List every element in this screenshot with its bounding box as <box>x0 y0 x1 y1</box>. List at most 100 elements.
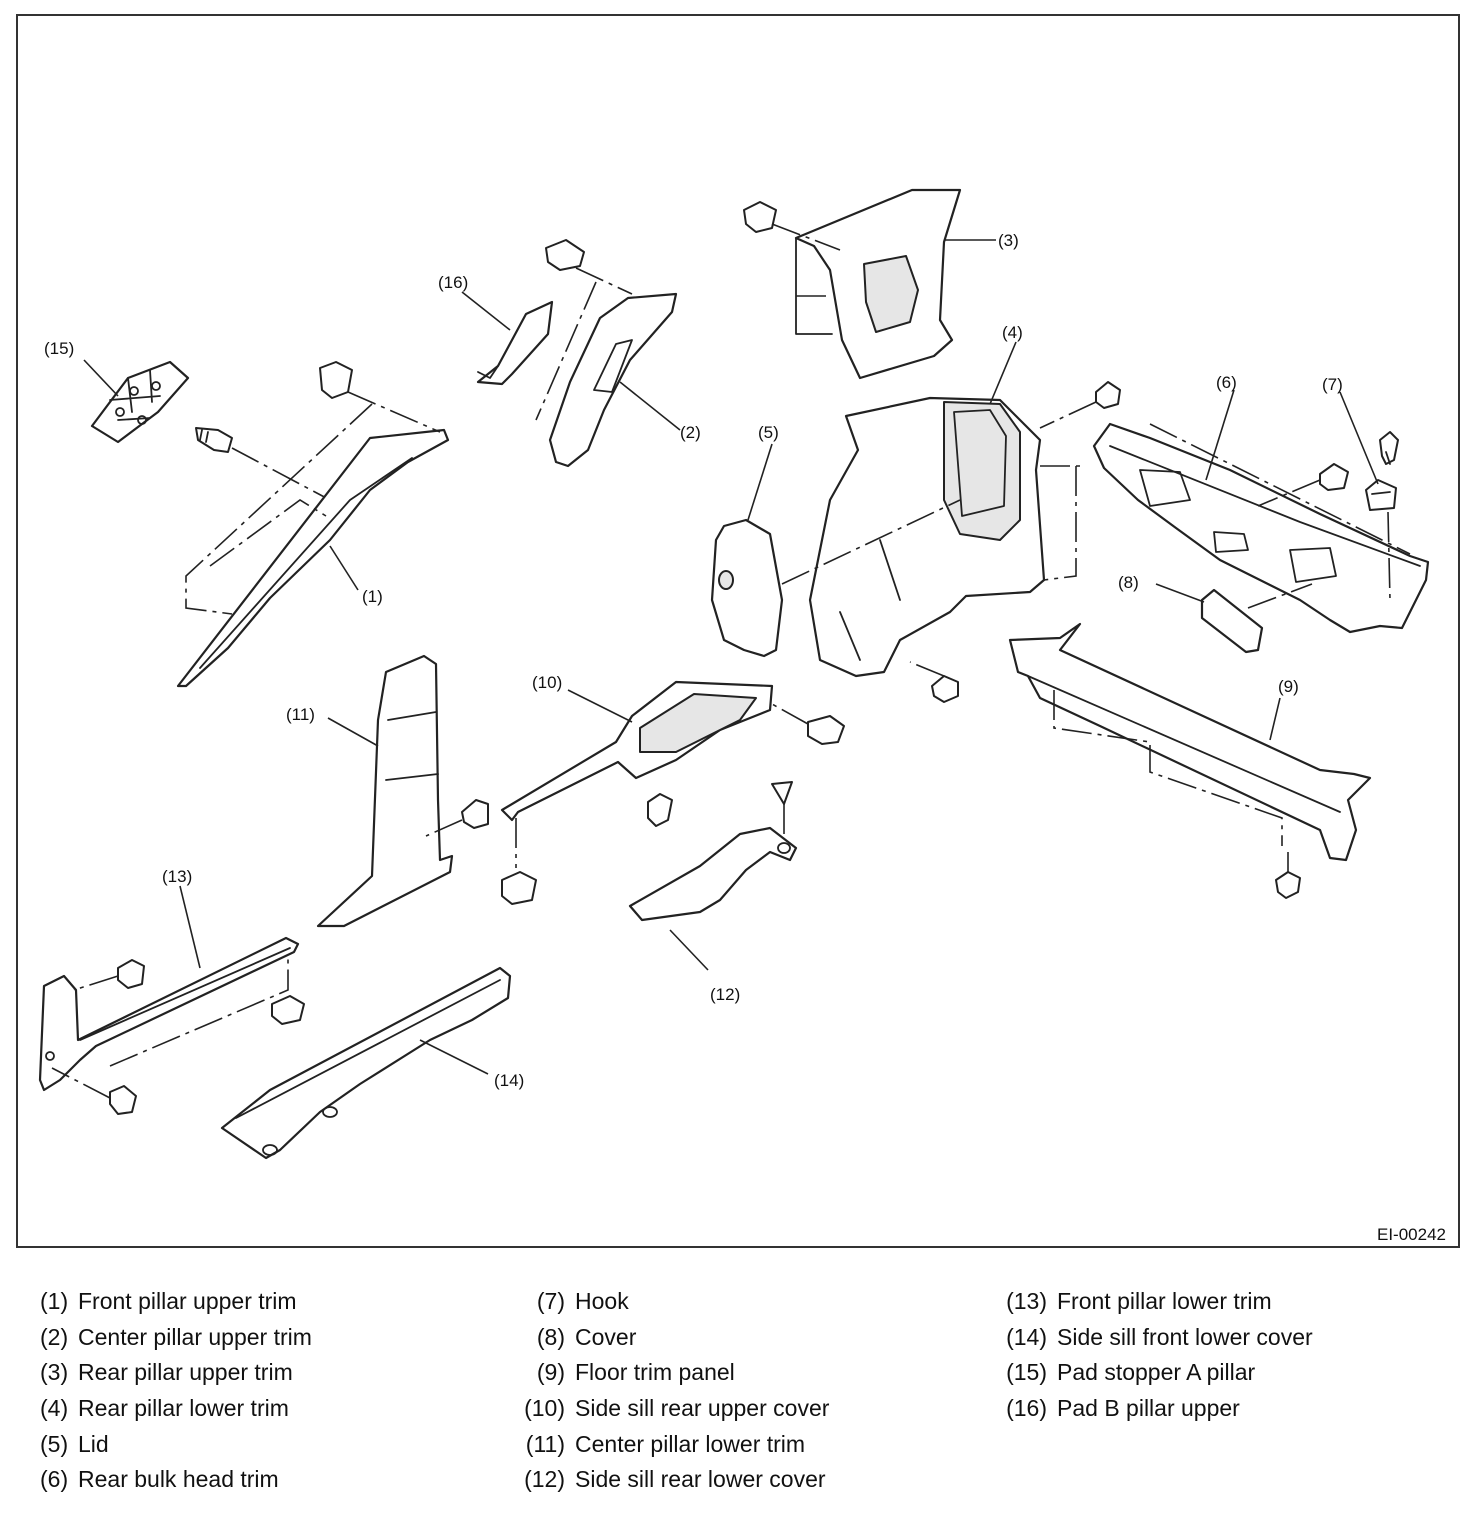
legend-number: (2) <box>40 1323 69 1350</box>
callout-12: (12) <box>710 985 740 1004</box>
callout-11: (11) <box>286 705 315 724</box>
legend-number: (4) <box>40 1395 69 1422</box>
legend-label: Floor trim panel <box>575 1359 735 1386</box>
legend-number: (3) <box>40 1359 69 1386</box>
figure-code: EI-00242 <box>1377 1225 1446 1244</box>
legend-column-3: (13)Front pillar lower trim (14) Side sil… <box>992 1288 1313 1431</box>
legend-label: Cover <box>575 1323 637 1350</box>
lid <box>710 518 784 658</box>
legend-label: Hook <box>575 1288 629 1314</box>
legend-item: (16) Pad B pillar upper <box>992 1395 1313 1431</box>
legend-column-1: (1) Front pillar upper trim (2) Center pil… <box>40 1288 312 1502</box>
hook-screw <box>1379 431 1399 465</box>
legend-number: (9) <box>536 1359 565 1386</box>
callout-14: (14) <box>494 1071 524 1090</box>
legend-number: (11) <box>525 1430 565 1457</box>
legend-item: (1) Front pillar upper trim <box>40 1288 312 1324</box>
clip-center-pillar <box>545 239 585 271</box>
clip-front-pillar-lower-top <box>117 959 145 989</box>
legend-item: (13)Front pillar lower trim <box>992 1288 1313 1324</box>
callout-9: (9) <box>1278 677 1299 696</box>
callout-16: (16) <box>438 273 468 292</box>
rear-bulk-head-trim <box>1092 422 1430 634</box>
legend-item: (5) Lid <box>40 1431 312 1467</box>
callout-15: (15) <box>44 339 74 358</box>
legend-label: Center pillar upper trim <box>78 1323 312 1350</box>
clip-center-pillar-lower <box>461 799 489 829</box>
bolt-a-pillar <box>195 427 233 453</box>
center-pillar-upper-trim <box>548 292 678 468</box>
legend-number: (8) <box>536 1323 565 1350</box>
legend-label: Rear bulk head trim <box>78 1466 279 1493</box>
legend-item: (15) Pad stopper A pillar <box>992 1359 1313 1395</box>
callout-3: (3) <box>998 231 1019 250</box>
legend-item: (7) Hook <box>510 1288 829 1324</box>
callout-7: (7) <box>1322 375 1343 394</box>
pad-b-pillar-upper <box>476 300 554 386</box>
front-pillar-upper-trim <box>176 428 450 688</box>
clip-rear-pillar-lower-top <box>1095 381 1121 409</box>
legend-item: (4) Rear pillar lower trim <box>40 1395 312 1431</box>
legend-item: (14) Side sill front lower cover <box>992 1324 1313 1360</box>
legend-label: Rear pillar upper trim <box>78 1359 293 1386</box>
clip-front-pillar-lower-right <box>271 995 305 1025</box>
legend-item: (2) Center pillar upper trim <box>40 1324 312 1360</box>
callout-1: (1) <box>362 587 383 606</box>
legend-label: Lid <box>78 1430 109 1457</box>
clip-side-sill-rear-upper-left <box>501 871 537 905</box>
clip-floor-trim <box>1275 871 1301 899</box>
clip-front-pillar-lower-bottom <box>109 1085 137 1115</box>
legend-number: (14) <box>1006 1323 1047 1350</box>
front-pillar-lower-trim <box>38 936 300 1092</box>
legend-number: (7) <box>536 1288 565 1314</box>
legend-label: Side sill rear upper cover <box>575 1395 830 1422</box>
legend-number: (5) <box>40 1430 69 1457</box>
legend-number: (1) <box>40 1288 69 1314</box>
legend-number: (16) <box>1006 1395 1047 1422</box>
legend-item: (10) Side sill rear upper cover <box>510 1395 829 1431</box>
legend-item: (8) Cover <box>510 1324 829 1360</box>
clip-front-pillar <box>319 361 353 399</box>
legend-column-2: (7) Hook (8) Cover (9) Floor trim panel (10… <box>510 1288 829 1502</box>
clip-rear-pillar-lower-bottom <box>931 675 959 703</box>
callout-8: (8) <box>1118 573 1139 592</box>
legend-label: Pad B pillar upper <box>1057 1395 1240 1422</box>
legend-item: (3) Rear pillar upper trim <box>40 1359 312 1395</box>
legend-item: (9) Floor trim panel <box>510 1359 829 1395</box>
callout-13: (13) <box>162 867 192 886</box>
pad-stopper-a-pillar <box>90 360 190 444</box>
parts-legend: (1) Front pillar upper trim (2) Center pil… <box>40 1288 1440 1498</box>
cover <box>1200 588 1264 654</box>
floor-trim-panel <box>1008 622 1372 862</box>
side-sill-front-lower-cover <box>220 966 512 1160</box>
exploded-parts-diagram: (1) (2) (3) (4) (5) (6) (7) (8) (9) (10)… <box>38 188 1430 1160</box>
legend-number: (10) <box>524 1395 565 1422</box>
side-sill-rear-lower-cover <box>628 826 798 922</box>
callout-6: (6) <box>1216 373 1237 392</box>
legend-number: (15) <box>1006 1359 1047 1386</box>
callout-2: (2) <box>680 423 701 442</box>
clip-side-sill-rear-upper <box>807 715 845 745</box>
legend-label: Side sill front lower cover <box>1057 1323 1313 1350</box>
clip-side-sill-rear-upper-bottom <box>647 793 673 827</box>
side-sill-rear-upper-cover <box>500 680 774 822</box>
legend-item: (12) Side sill rear lower cover <box>510 1466 829 1502</box>
legend-label: Front pillar lower trim <box>1057 1288 1272 1314</box>
legend-number: (6) <box>40 1466 69 1493</box>
clip-side-sill-rear-lower <box>771 781 793 805</box>
legend-label: Pad stopper A pillar <box>1057 1359 1256 1386</box>
legend-number: (12) <box>524 1466 565 1493</box>
legend-label: Center pillar lower trim <box>575 1430 806 1457</box>
clip-bulk-head <box>1319 463 1349 491</box>
center-pillar-lower-trim <box>316 654 454 928</box>
clip-rear-pillar-upper <box>743 201 777 233</box>
rear-pillar-lower-trim <box>808 396 1046 678</box>
legend-label: Front pillar upper trim <box>78 1288 297 1314</box>
callout-10: (10) <box>532 673 562 692</box>
hook <box>1365 479 1397 511</box>
legend-item: (11) Center pillar lower trim <box>510 1431 829 1467</box>
callout-5: (5) <box>758 423 779 442</box>
legend-item: (6) Rear bulk head trim <box>40 1466 312 1502</box>
legend-label: Rear pillar lower trim <box>78 1395 289 1422</box>
legend-label: Side sill rear lower cover <box>575 1466 826 1493</box>
